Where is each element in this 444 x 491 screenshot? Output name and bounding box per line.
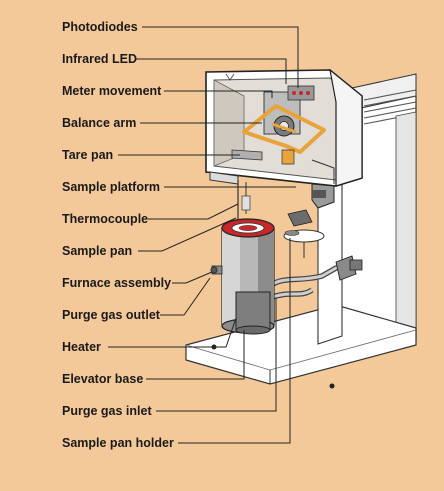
label-thermocouple: Thermocouple [62, 212, 149, 226]
label-elevator-base: Elevator base [62, 372, 144, 386]
label-furnace-assembly: Furnace assembly [62, 276, 172, 290]
label-photodiodes: Photodiodes [62, 20, 138, 34]
label-sample-pan-holder: Sample pan holder [62, 436, 174, 450]
housing-mount [209, 171, 335, 209]
label-purge-gas-outlet: Purge gas outlet [62, 308, 160, 322]
label-sample-platform: Sample platform [62, 180, 160, 194]
label-meter-movement: Meter movement [62, 84, 162, 98]
label-infrared-led: Infrared LED [62, 52, 138, 66]
label-balance-arm: Balance arm [62, 116, 137, 130]
leader-lines [108, 26, 299, 444]
label-tare-pan: Tare pan [62, 148, 114, 162]
sample-pan-holder [283, 209, 325, 258]
label-heater: Heater [62, 340, 101, 354]
balance-housing [205, 68, 363, 187]
label-sample-pan: Sample pan [62, 244, 133, 258]
furnace-assembly [210, 218, 275, 335]
label-purge-gas-inlet: Purge gas inlet [62, 404, 152, 418]
